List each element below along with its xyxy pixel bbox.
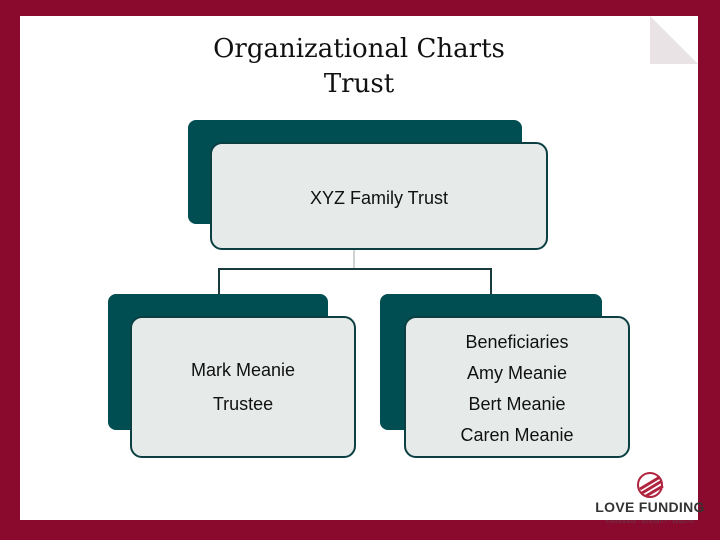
page-corner-fold — [650, 16, 698, 64]
connector-left-drop — [218, 268, 220, 294]
trustee-role: Trustee — [212, 394, 274, 414]
connector-horizontal — [218, 268, 492, 270]
title-line-1: Organizational Charts — [213, 34, 505, 64]
slide-title: Organizational Charts Trust — [20, 32, 698, 102]
connector-vertical-top — [353, 230, 355, 270]
beneficiary-item: Amy Meanie — [466, 363, 568, 383]
logo-name: LOVE FUNDING — [595, 499, 705, 515]
top-box: XYZ Family Trust — [210, 142, 548, 250]
title-line-2: Trust — [323, 69, 395, 99]
connector-right-drop — [490, 268, 492, 294]
slide: Organizational Charts Trust XYZ Family T… — [20, 16, 704, 524]
trustee-name: Mark Meanie — [190, 360, 296, 380]
beneficiaries-heading: Beneficiaries — [465, 332, 569, 352]
right-box: Beneficiaries Amy Meanie Bert Meanie Car… — [404, 316, 630, 458]
logo-tagline: EXPERIENCE · INTEGRITY · RESULTS — [605, 519, 695, 524]
beneficiary-item: Caren Meanie — [460, 425, 574, 445]
love-funding-logo: LOVE FUNDING EXPERIENCE · INTEGRITY · RE… — [585, 471, 715, 531]
left-box: Mark Meanie Trustee — [130, 316, 356, 458]
top-box-label: XYZ Family Trust — [309, 188, 448, 208]
logo-emblem-icon — [637, 472, 664, 498]
beneficiary-item: Bert Meanie — [468, 394, 566, 414]
